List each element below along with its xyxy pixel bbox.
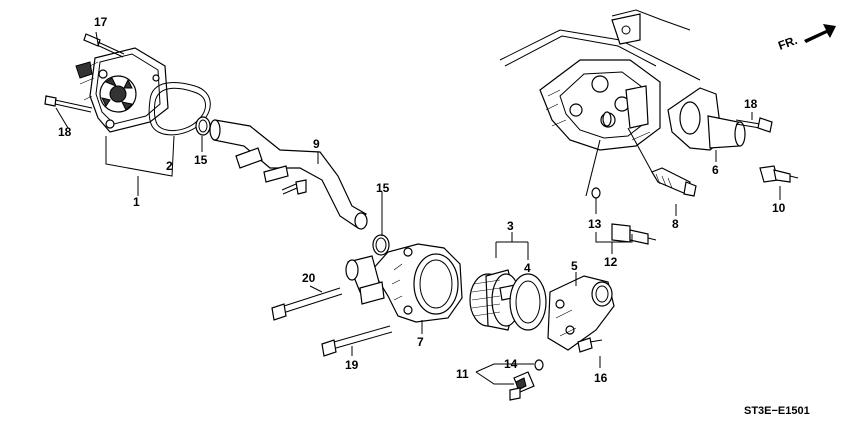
housing-6 [667,87,746,151]
callout-20: 20 [302,271,316,285]
callout-16: 16 [594,371,608,385]
callout-14: 14 [504,357,518,371]
callout-2: 2 [166,159,173,173]
gasket-4 [509,273,547,331]
callout-10: 10 [772,201,786,215]
thermostat-housing-7 [345,243,463,323]
water-outlet-5 [547,275,615,351]
callout-9: 9 [313,137,320,151]
callout-11: 11 [456,367,469,381]
bolt-17 [83,33,125,58]
bolt-16 [577,337,603,353]
washer-14 [534,359,544,371]
diagram-code: ST3E−E1501 [744,405,810,417]
callout-1: 1 [133,195,140,209]
washer-13 [591,187,601,199]
sensor-8 [651,167,697,197]
callout-19: 19 [345,358,359,372]
sensor-seal [602,111,612,127]
callout-4: 4 [524,261,531,275]
callout-17: 17 [94,15,108,29]
callout-5: 5 [571,259,578,273]
front-direction-indicator: FR. [776,24,836,53]
fr-label: FR. [776,33,799,53]
fr-arrow-icon [804,24,836,43]
callout-18-right: 18 [744,97,758,111]
callout-13: 13 [588,217,602,231]
sensor-11 [509,371,535,401]
callout-3: 3 [507,219,514,233]
bolt-18-left [44,95,93,113]
callout-18-left: 18 [58,125,72,139]
water-pipe-9 [209,119,368,230]
callout-12: 12 [604,255,618,269]
callout-8: 8 [672,217,679,231]
sensor-10 [759,165,799,183]
sensor-12 [611,223,657,245]
callout-15-lower: 15 [376,181,390,195]
callout-labels: 17 18 1 2 15 9 15 3 4 5 6 7 8 10 11 12 1… [58,15,786,385]
bolt-20 [271,287,343,321]
callout-15-upper: 15 [194,153,208,167]
water-pump [75,47,169,133]
callout-6: 6 [712,163,719,177]
callout-7: 7 [417,335,424,349]
leader-lines [55,31,781,385]
bolt-19 [321,325,393,357]
bolt-18-right [735,117,773,133]
engine-block [499,9,701,151]
